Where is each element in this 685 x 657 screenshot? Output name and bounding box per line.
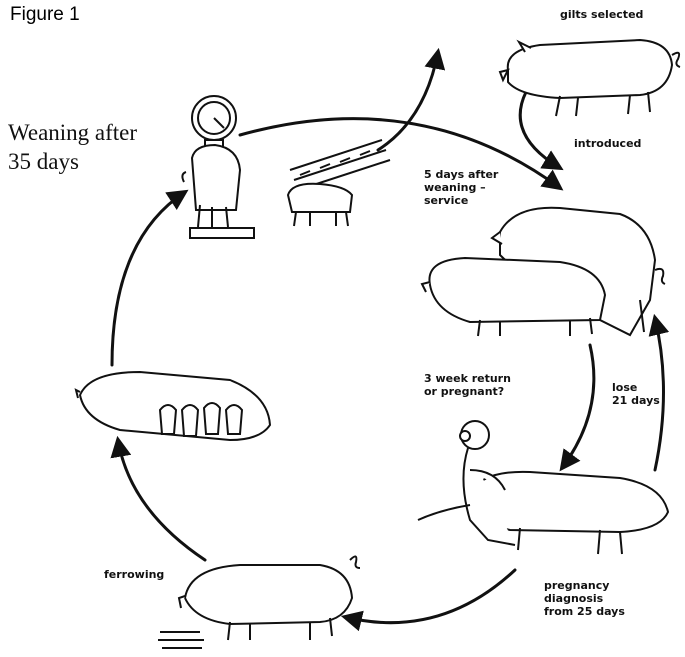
- arrow-return-lose-21-days: [655, 318, 664, 470]
- arrow-weaning-to-service: [240, 119, 560, 188]
- weighing-scale-icon: [182, 96, 254, 238]
- service-pigs-icon: [422, 208, 665, 336]
- arrow-culled-out: [378, 52, 438, 150]
- ferrowing-sow-icon: [158, 556, 360, 648]
- sow-with-piglets-icon: [76, 372, 270, 440]
- arrow-gilts-introduced: [520, 92, 560, 168]
- gilt-pig-icon: [500, 40, 680, 116]
- pen-and-trough-icon: [288, 140, 390, 226]
- arrow-suckling-to-weaning: [112, 192, 185, 365]
- arrow-service-to-diagnosis: [562, 345, 594, 468]
- arrow-diagnosis-to-ferrowing: [345, 570, 515, 623]
- arrow-ferrowing-to-suckling: [118, 440, 205, 560]
- technician-with-pig-icon: [418, 421, 668, 554]
